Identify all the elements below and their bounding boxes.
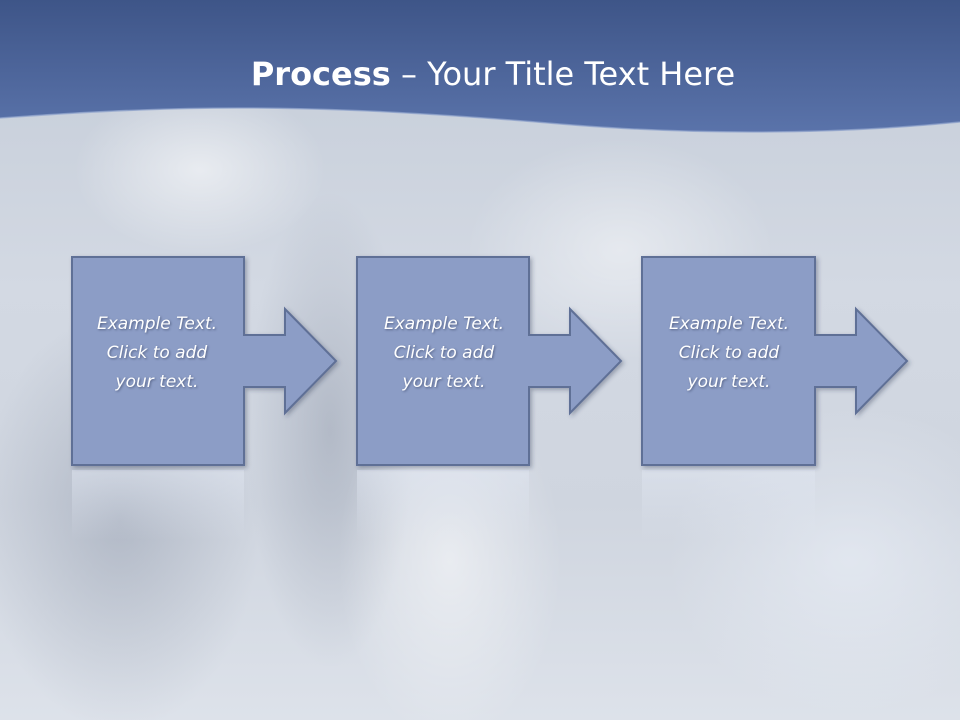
step-3-line-1: Example Text. bbox=[668, 314, 790, 334]
step-1-reflection bbox=[72, 470, 244, 540]
step-3-arrow-shape[interactable] bbox=[641, 256, 909, 466]
step-2-line-2: Click to add bbox=[393, 343, 495, 363]
step-1-text[interactable]: Example Text. Click to add your text. bbox=[70, 310, 244, 397]
step-3-text[interactable]: Example Text. Click to add your text. bbox=[642, 310, 816, 397]
title-bold: Process bbox=[250, 55, 391, 93]
header-banner bbox=[0, 0, 960, 133]
step-3-reflection bbox=[642, 470, 815, 540]
step-2-reflection bbox=[357, 470, 529, 540]
step-2-line-1: Example Text. bbox=[383, 314, 505, 334]
step-3-line-2: Click to add bbox=[678, 343, 780, 363]
step-1-line-3: your text. bbox=[115, 372, 199, 392]
step-2-line-3: your text. bbox=[402, 372, 486, 392]
step-2-arrow-shape[interactable] bbox=[356, 256, 623, 466]
step-2-text[interactable]: Example Text. Click to add your text. bbox=[357, 310, 531, 397]
step-3-line-3: your text. bbox=[687, 372, 771, 392]
title-rest: – Your Title Text Here bbox=[390, 55, 736, 93]
step-1-line-2: Click to add bbox=[106, 343, 208, 363]
step-1-arrow-shape[interactable] bbox=[71, 256, 338, 466]
step-1-line-1: Example Text. bbox=[96, 314, 218, 334]
slide-title[interactable]: Process – Your Title Text Here bbox=[0, 52, 960, 96]
